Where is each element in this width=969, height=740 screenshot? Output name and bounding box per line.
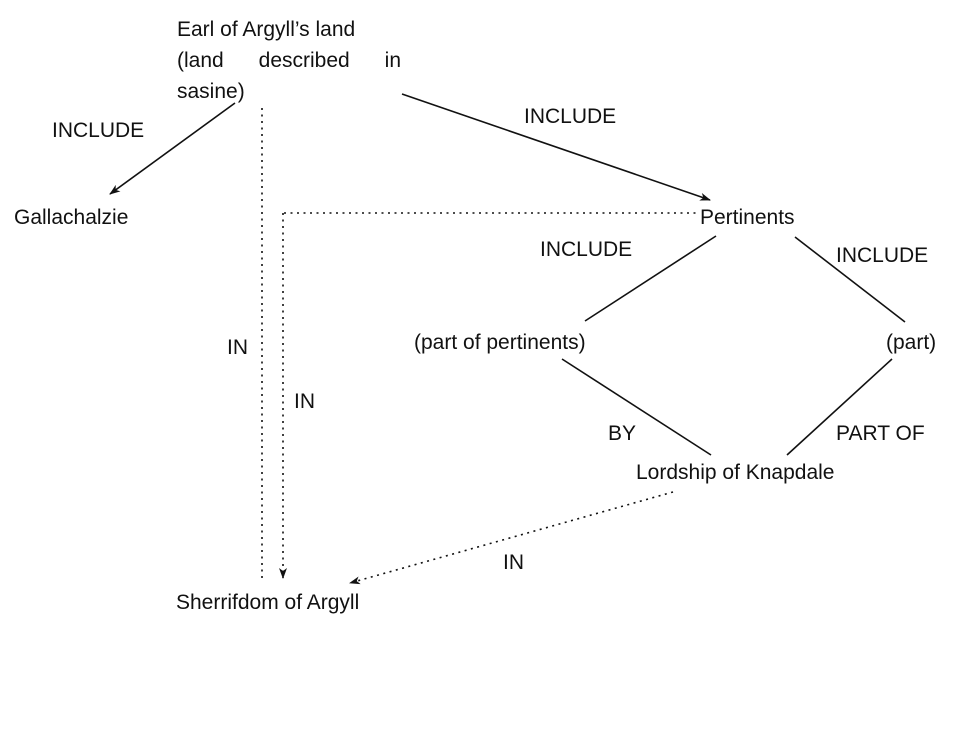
edge-label-include-part-of-pertinents: INCLUDE [540, 238, 633, 261]
node-sherrifdom-of-argyll: Sherrifdom of Argyll [176, 591, 360, 614]
edge-part-of-pertinents-by-lordship [561, 358, 712, 456]
node-earl-of-argylls-land: Earl of Argyll’s land (land described in… [177, 14, 401, 107]
edge-label-in-earl-to-sherrifdom: IN [227, 336, 248, 359]
node-earl-line2: (land described in [177, 49, 401, 72]
node-earl-line1: Earl of Argyll’s land [177, 18, 356, 41]
edge-label-include-gallachalzie: INCLUDE [52, 119, 145, 142]
edge-earl-include-gallachalzie [109, 102, 236, 195]
edge-label-by: BY [608, 422, 637, 445]
edge-label-include-part: INCLUDE [836, 244, 929, 267]
edge-label-part-of: PART OF [836, 422, 925, 445]
node-earl-line3: sasine) [177, 80, 245, 103]
node-gallachalzie: Gallachalzie [14, 206, 129, 229]
node-pertinents: Pertinents [700, 206, 795, 229]
edge-part-partof-lordship [786, 358, 893, 456]
node-lordship-of-knapdale: Lordship of Knapdale [636, 461, 835, 484]
edge-pertinents-include-part-of-pertinents [584, 235, 717, 322]
edge-lordship-in-sherrifdom [349, 491, 674, 585]
edge-earl-include-pertinents [401, 93, 711, 201]
edge-label-in-pertinents-to-sherrifdom: IN [294, 390, 315, 413]
edge-pertinents-include-part [794, 236, 906, 323]
node-part-of-pertinents: (part of pertinents) [414, 331, 586, 354]
node-part: (part) [886, 331, 937, 354]
edge-label-in-lordship-to-sherrifdom: IN [503, 551, 524, 574]
edge-label-include-pertinents: INCLUDE [524, 105, 617, 128]
